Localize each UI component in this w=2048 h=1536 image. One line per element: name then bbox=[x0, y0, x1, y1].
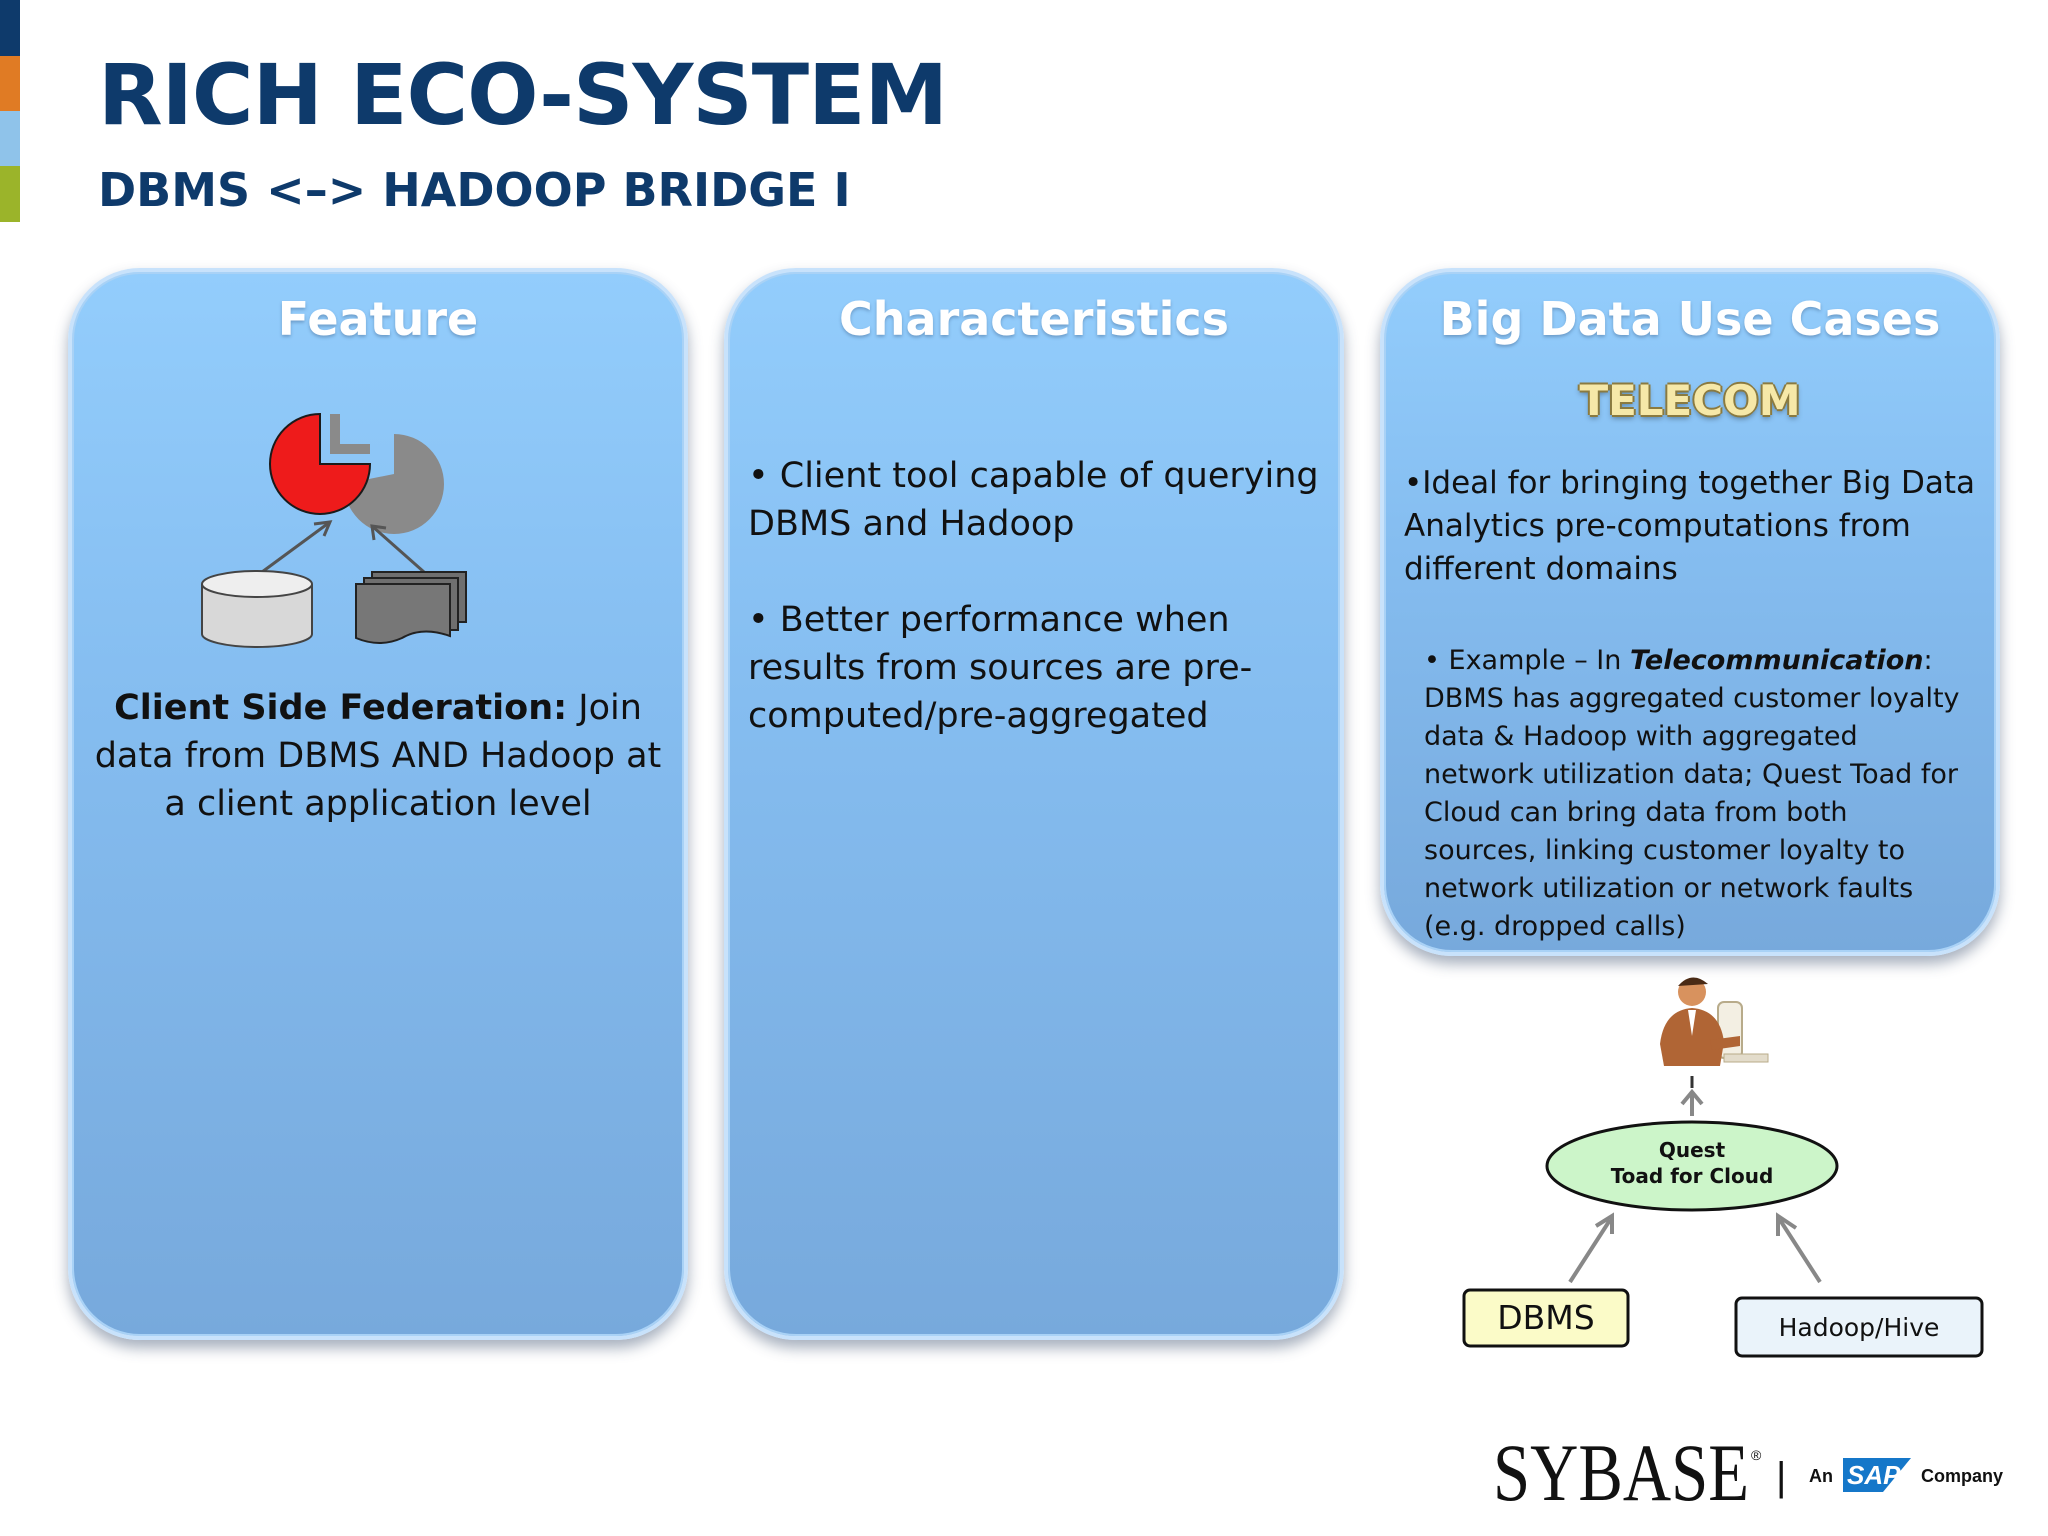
feature-panel-title: Feature bbox=[277, 292, 479, 346]
use-case-summary: •Ideal for bringing together Big Data An… bbox=[1404, 465, 1976, 587]
feature-description: Client Side Federation: Join data from D… bbox=[92, 684, 664, 828]
registered-mark: ® bbox=[1751, 1447, 1762, 1463]
toad-for-cloud-node bbox=[1545, 1120, 1839, 1212]
accent-bar-navy bbox=[0, 0, 20, 56]
client-federation-diagram-icon bbox=[201, 412, 467, 648]
feature-name: Client Side Federation: bbox=[114, 688, 568, 728]
sybase-sap-logo: SYBASE ® | An SAP Company bbox=[1493, 1430, 2003, 1510]
hadoop-source-label: Hadoop/Hive bbox=[1779, 1313, 1940, 1342]
use-case-example: • Example – In Telecommunication: DBMS h… bbox=[1424, 642, 1966, 946]
logo-separator: | bbox=[1776, 1455, 1786, 1499]
characteristic-item: • Client tool capable of querying DBMS a… bbox=[748, 456, 1319, 544]
use-cases-panel: Big Data Use Cases TELECOM •Ideal for br… bbox=[1380, 268, 2000, 956]
person-at-computer-icon bbox=[1660, 977, 1769, 1088]
logo-prefix: An bbox=[1809, 1466, 1833, 1486]
telecom-tag: TELECOM bbox=[1579, 376, 1801, 425]
characteristic-item: • Better performance when results from s… bbox=[748, 600, 1253, 736]
toad-diagram: Quest Toad for Cloud DBMS Hadoop/Hive bbox=[1462, 977, 1984, 1358]
dbms-source-label: DBMS bbox=[1497, 1298, 1594, 1337]
toad-node-label-line1: Quest bbox=[1659, 1138, 1726, 1162]
sybase-wordmark: SYBASE bbox=[1493, 1430, 1749, 1510]
characteristics-panel: Characteristics • Client tool capable of… bbox=[724, 268, 1344, 1340]
page-subtitle: DBMS <–> HADOOP BRIDGE I bbox=[98, 163, 851, 217]
accent-bar-orange bbox=[0, 56, 20, 111]
use-cases-panel-title: Big Data Use Cases bbox=[1439, 292, 1941, 346]
hadoop-source-box bbox=[1734, 1296, 1984, 1358]
feature-panel: Feature Client Side Federation: Join dat… bbox=[68, 268, 688, 1340]
example-detail: : DBMS has aggregated customer loyalty d… bbox=[1424, 645, 1960, 942]
accent-bar-lightblue bbox=[0, 111, 20, 166]
logo-suffix: Company bbox=[1921, 1466, 2003, 1486]
characteristics-list: • Client tool capable of querying DBMS a… bbox=[748, 452, 1320, 788]
accent-bar-green bbox=[0, 166, 20, 222]
dbms-source-box bbox=[1462, 1288, 1630, 1348]
feature-detail: Join data from DBMS AND Hadoop at a clie… bbox=[94, 688, 662, 824]
example-emphasis: Telecommunication bbox=[1629, 645, 1924, 676]
sap-logo-shape bbox=[1843, 1458, 1911, 1492]
example-prefix: • Example – In bbox=[1424, 645, 1630, 676]
sap-wordmark: SAP bbox=[1847, 1460, 1901, 1490]
page-title: RICH ECO-SYSTEM bbox=[98, 46, 948, 144]
toad-node-label-line2: Toad for Cloud bbox=[1611, 1164, 1774, 1188]
characteristics-panel-title: Characteristics bbox=[839, 292, 1229, 346]
